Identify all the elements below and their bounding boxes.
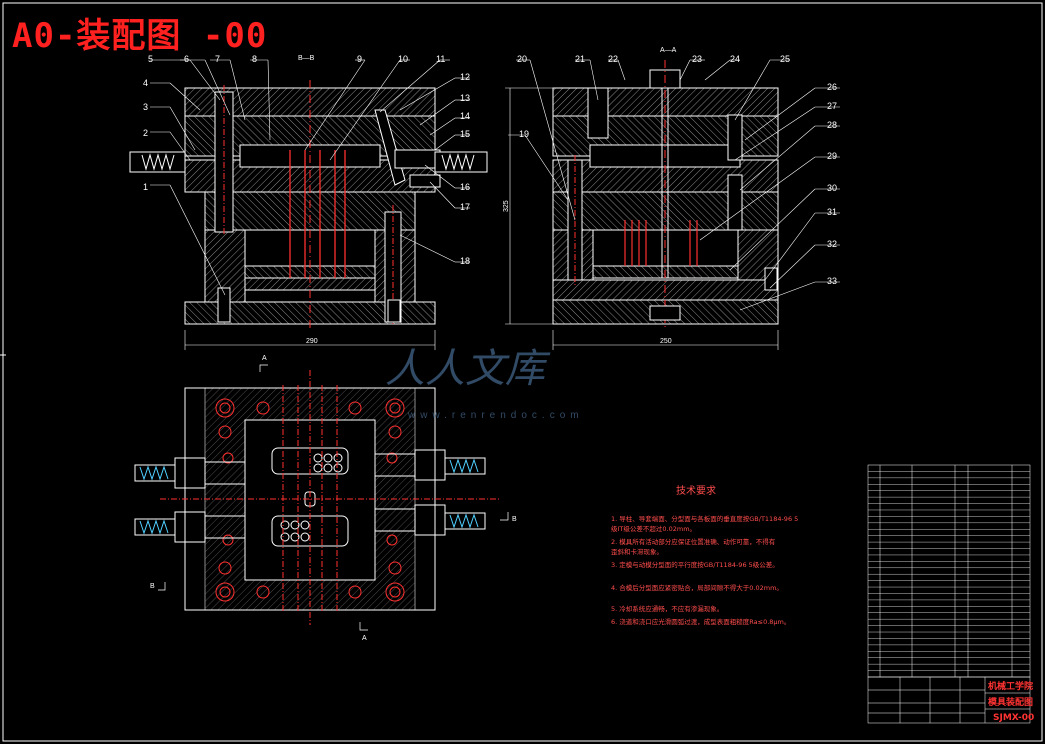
callout-26: 26 xyxy=(827,82,837,92)
callout-22: 22 xyxy=(608,54,618,64)
tech-req-line-3: 2. 模具所有活动部分应保证位置准确、动作可靠，不得有 xyxy=(611,537,776,546)
callout-25: 25 xyxy=(780,54,790,64)
title-block-school: 机械工学院 xyxy=(988,680,1033,692)
callout-10: 10 xyxy=(398,54,408,64)
tech-req-line-1: 1. 导柱、导套端面、分型面与各板面的垂直度按GB/T1184-96 5 xyxy=(611,514,798,523)
section-marker-a-top: A xyxy=(262,355,267,362)
section-marker-a-bottom: A xyxy=(362,635,367,642)
plan-view xyxy=(134,364,509,631)
tech-req-line-7: 5. 冷却系统应通畅，不应有渗漏现象。 xyxy=(611,604,723,613)
callout-3: 3 xyxy=(143,102,148,112)
tech-req-line-5: 3. 定模与动模分型面的平行度按GB/T1184-96 5级公差。 xyxy=(611,560,779,569)
dimension-right-height: 325 xyxy=(503,200,510,212)
callout-21: 21 xyxy=(575,54,585,64)
callout-24: 24 xyxy=(730,54,740,64)
callout-17: 17 xyxy=(460,202,470,212)
callout-23: 23 xyxy=(692,54,702,64)
title-block-drawing-name: 模具装配图 xyxy=(988,696,1033,708)
callout-16: 16 xyxy=(460,182,470,192)
tech-req-line-4: 歪斜和卡滞现象。 xyxy=(611,547,663,556)
callout-1: 1 xyxy=(143,182,148,192)
callout-31: 31 xyxy=(827,207,837,217)
callout-7: 7 xyxy=(215,54,220,64)
callout-32: 32 xyxy=(827,239,837,249)
tech-req-line-6: 4. 合模后分型面应紧密贴合，局部间隙不得大于0.02mm。 xyxy=(611,583,783,592)
watermark-text: 人人文库 xyxy=(385,346,551,392)
parts-list xyxy=(867,464,1031,678)
callout-4: 4 xyxy=(143,78,148,88)
section-label-aa: A—A xyxy=(660,47,677,54)
drawing-title: A0-装配图 -00 xyxy=(12,16,268,56)
watermark-url: www.renrendoc.com xyxy=(407,410,584,421)
tech-req-line-8: 6. 浇道和浇口应光滑圆弧过渡，成型表面粗糙度Ra≤0.8μm。 xyxy=(611,617,790,626)
tech-req-line-2: 级IT级公差不超过0.02mm。 xyxy=(611,524,696,533)
callout-5: 5 xyxy=(148,54,153,64)
callout-leaders-right xyxy=(508,59,840,311)
tech-requirements-title: 技术要求 xyxy=(676,484,716,497)
callout-2: 2 xyxy=(143,128,148,138)
callout-20: 20 xyxy=(517,54,527,64)
title-block-drawing-no: SJMX-00 xyxy=(993,713,1034,723)
section-view-bb xyxy=(129,80,488,350)
callout-14: 14 xyxy=(460,111,470,121)
callout-15: 15 xyxy=(460,129,470,139)
section-marker-b-left: B xyxy=(150,583,155,590)
dimension-right-width: 250 xyxy=(660,338,672,345)
callout-8: 8 xyxy=(252,54,257,64)
callout-11: 11 xyxy=(436,54,445,64)
callout-13: 13 xyxy=(460,93,470,103)
callout-9: 9 xyxy=(357,54,362,64)
callout-19: 19 xyxy=(519,129,529,139)
callout-labels-right: 19 20 21 22 23 24 25 26 27 28 29 30 31 3… xyxy=(517,54,837,286)
section-marker-b-right: B xyxy=(512,516,517,523)
callout-30: 30 xyxy=(827,183,837,193)
section-view-aa xyxy=(505,60,779,350)
callout-labels-left: 1 2 3 4 5 6 7 8 9 10 11 12 13 14 15 16 1… xyxy=(143,54,470,266)
callout-18: 18 xyxy=(460,256,470,266)
callout-12: 12 xyxy=(460,72,470,82)
callout-leaders-left xyxy=(150,59,470,296)
title-block xyxy=(867,676,1031,724)
callout-33: 33 xyxy=(827,276,837,286)
parts-list-rows xyxy=(868,471,1030,671)
callout-6: 6 xyxy=(184,54,189,64)
watermark: 人人文库 www.renrendoc.com xyxy=(385,346,584,421)
callout-29: 29 xyxy=(827,151,837,161)
callout-27: 27 xyxy=(827,101,837,111)
section-label-bb: B—B xyxy=(298,55,315,62)
callout-28: 28 xyxy=(827,120,837,130)
dimension-left-width: 290 xyxy=(306,338,318,345)
tech-requirements: 技术要求 1. 导柱、导套端面、分型面与各板面的垂直度按GB/T1184-96 … xyxy=(611,484,798,626)
